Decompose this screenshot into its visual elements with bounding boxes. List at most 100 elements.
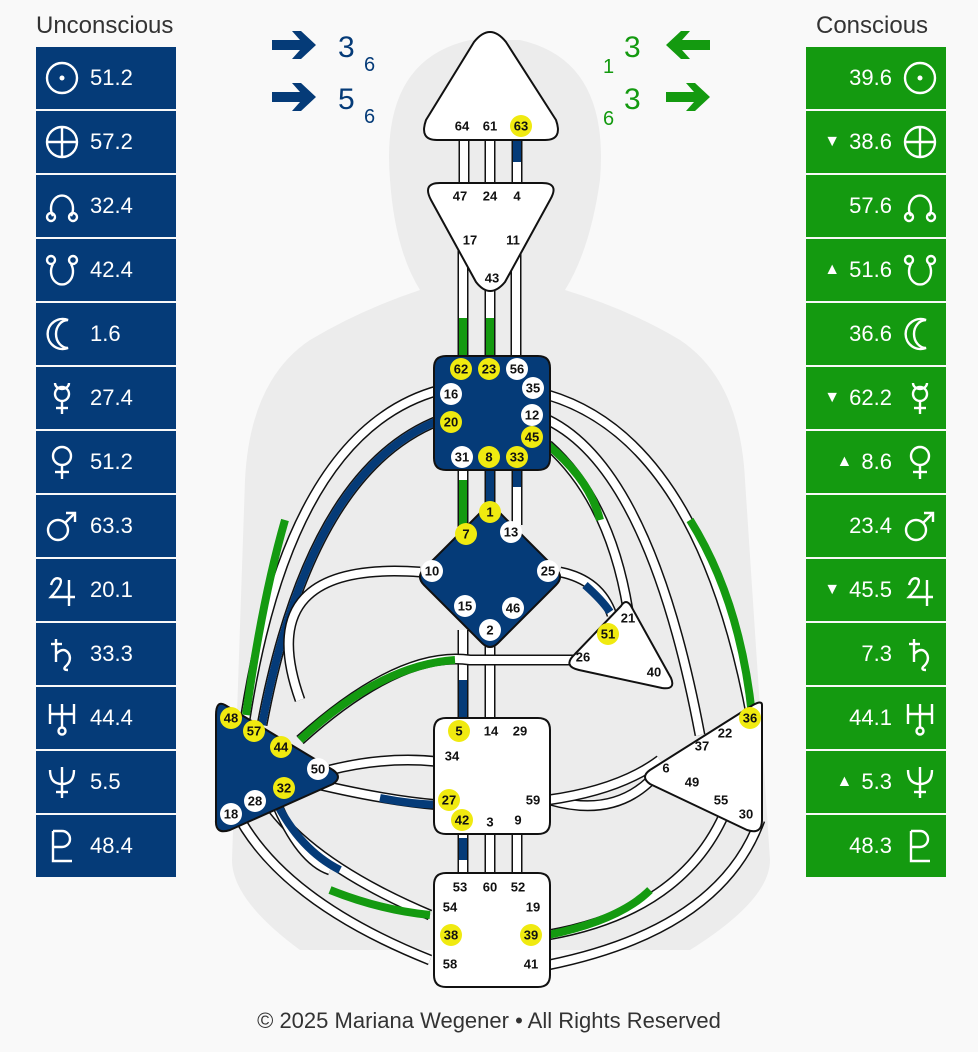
gate-62[interactable]: 62	[450, 358, 472, 380]
gate-63[interactable]: 63	[510, 115, 532, 137]
gate-42[interactable]: 42	[451, 809, 473, 831]
gate-9[interactable]: 9	[514, 813, 521, 828]
gate-3[interactable]: 3	[486, 815, 493, 830]
gate-35[interactable]: 35	[522, 377, 544, 399]
gate-19[interactable]: 19	[526, 900, 540, 915]
g-center	[419, 502, 561, 648]
arrow-icon	[272, 31, 316, 59]
gate-10[interactable]: 10	[421, 560, 443, 582]
gate-11[interactable]: 11	[506, 233, 520, 248]
conscious-row: 39.6	[806, 47, 946, 109]
gate-number: 53	[453, 880, 467, 895]
gate-33[interactable]: 33	[506, 446, 528, 468]
gate-50[interactable]: 50	[307, 758, 329, 780]
gate-23[interactable]: 23	[478, 358, 500, 380]
planet-symbol	[42, 378, 82, 418]
gate-36[interactable]: 36	[739, 707, 761, 729]
gate-1[interactable]: 1	[479, 501, 501, 523]
channel-25-51-activation	[582, 582, 614, 615]
gate-51[interactable]: 51	[597, 623, 619, 645]
gate-15[interactable]: 15	[454, 595, 476, 617]
gate-32[interactable]: 32	[273, 777, 295, 799]
gate-49[interactable]: 49	[685, 775, 699, 790]
gate-55[interactable]: 55	[714, 793, 728, 808]
activation-value: 23.4	[849, 513, 892, 538]
gate-44[interactable]: 44	[270, 736, 292, 758]
gate-17[interactable]: 17	[463, 233, 477, 248]
gate-30[interactable]: 30	[739, 807, 753, 822]
gate-7[interactable]: 7	[455, 523, 477, 545]
gate-circle	[220, 803, 242, 825]
exalted-icon: ▲	[824, 261, 841, 278]
conscious-row: ▼38.6	[806, 111, 946, 173]
arrow-subscript: 6	[364, 54, 375, 76]
conscious-row: ▼62.2	[806, 367, 946, 429]
gate-number: 58	[443, 957, 457, 972]
gate-43[interactable]: 43	[485, 271, 499, 286]
venus-icon	[909, 445, 931, 479]
gate-26[interactable]: 26	[576, 650, 590, 665]
gate-54[interactable]: 54	[443, 900, 458, 915]
channel-18-58-fill	[231, 808, 432, 964]
gate-40[interactable]: 40	[647, 665, 661, 680]
planet-symbol	[900, 442, 940, 482]
gate-41[interactable]: 41	[524, 957, 538, 972]
gate-59[interactable]: 59	[526, 793, 540, 808]
gate-46[interactable]: 46	[502, 597, 524, 619]
gate-53[interactable]: 53	[453, 880, 467, 895]
gate-28[interactable]: 28	[244, 790, 266, 812]
gate-12[interactable]: 12	[521, 404, 543, 426]
gate-61[interactable]: 61	[483, 119, 497, 134]
gate-57[interactable]: 57	[243, 720, 265, 742]
gate-20[interactable]: 20	[440, 411, 462, 433]
gate-27[interactable]: 27	[438, 789, 460, 811]
gate-highlight	[597, 623, 619, 645]
conscious-row: 57.6	[806, 175, 946, 237]
gate-38[interactable]: 38	[440, 924, 462, 946]
gate-5[interactable]: 5	[448, 720, 470, 742]
activation-value: 20.1	[90, 577, 133, 602]
gate-number: 21	[621, 611, 635, 626]
gate-number: 10	[425, 564, 439, 579]
gate-8[interactable]: 8	[478, 446, 500, 468]
activation-value: 45.5	[849, 577, 892, 602]
gate-number: 5	[455, 724, 462, 739]
planet-symbol	[900, 186, 940, 226]
gate-18[interactable]: 18	[220, 803, 242, 825]
gate-number: 30	[739, 807, 753, 822]
gate-34[interactable]: 34	[445, 749, 460, 764]
gate-number: 39	[524, 928, 538, 943]
gate-4[interactable]: 4	[513, 189, 521, 204]
conscious-row: 7.3	[806, 623, 946, 685]
gate-37[interactable]: 37	[695, 739, 709, 754]
gate-52[interactable]: 52	[511, 880, 525, 895]
gate-47[interactable]: 47	[453, 189, 467, 204]
planet-symbol	[900, 378, 940, 418]
gate-16[interactable]: 16	[440, 383, 462, 405]
gate-56[interactable]: 56	[506, 358, 528, 380]
gate-25[interactable]: 25	[537, 560, 559, 582]
gate-60[interactable]: 60	[483, 880, 497, 895]
gate-number: 44	[274, 740, 289, 755]
gate-29[interactable]: 29	[513, 724, 527, 739]
gate-22[interactable]: 22	[718, 726, 732, 741]
gate-45[interactable]: 45	[521, 426, 543, 448]
gate-number: 34	[445, 749, 460, 764]
gate-58[interactable]: 58	[443, 957, 457, 972]
planet-symbol	[900, 250, 940, 290]
unconscious-row: 27.4	[36, 367, 176, 429]
jupiter-icon	[48, 577, 75, 606]
gate-21[interactable]: 21	[621, 611, 635, 626]
gate-number: 46	[506, 601, 520, 616]
gate-6[interactable]: 6	[662, 761, 669, 776]
gate-13[interactable]: 13	[500, 521, 522, 543]
gate-64[interactable]: 64	[455, 119, 470, 134]
mercury-icon	[53, 382, 71, 414]
gate-14[interactable]: 14	[484, 724, 499, 739]
gate-39[interactable]: 39	[520, 924, 542, 946]
arrow-icon	[666, 83, 710, 111]
gate-24[interactable]: 24	[483, 189, 498, 204]
gate-48[interactable]: 48	[220, 707, 242, 729]
gate-2[interactable]: 2	[479, 619, 501, 641]
gate-31[interactable]: 31	[451, 446, 473, 468]
